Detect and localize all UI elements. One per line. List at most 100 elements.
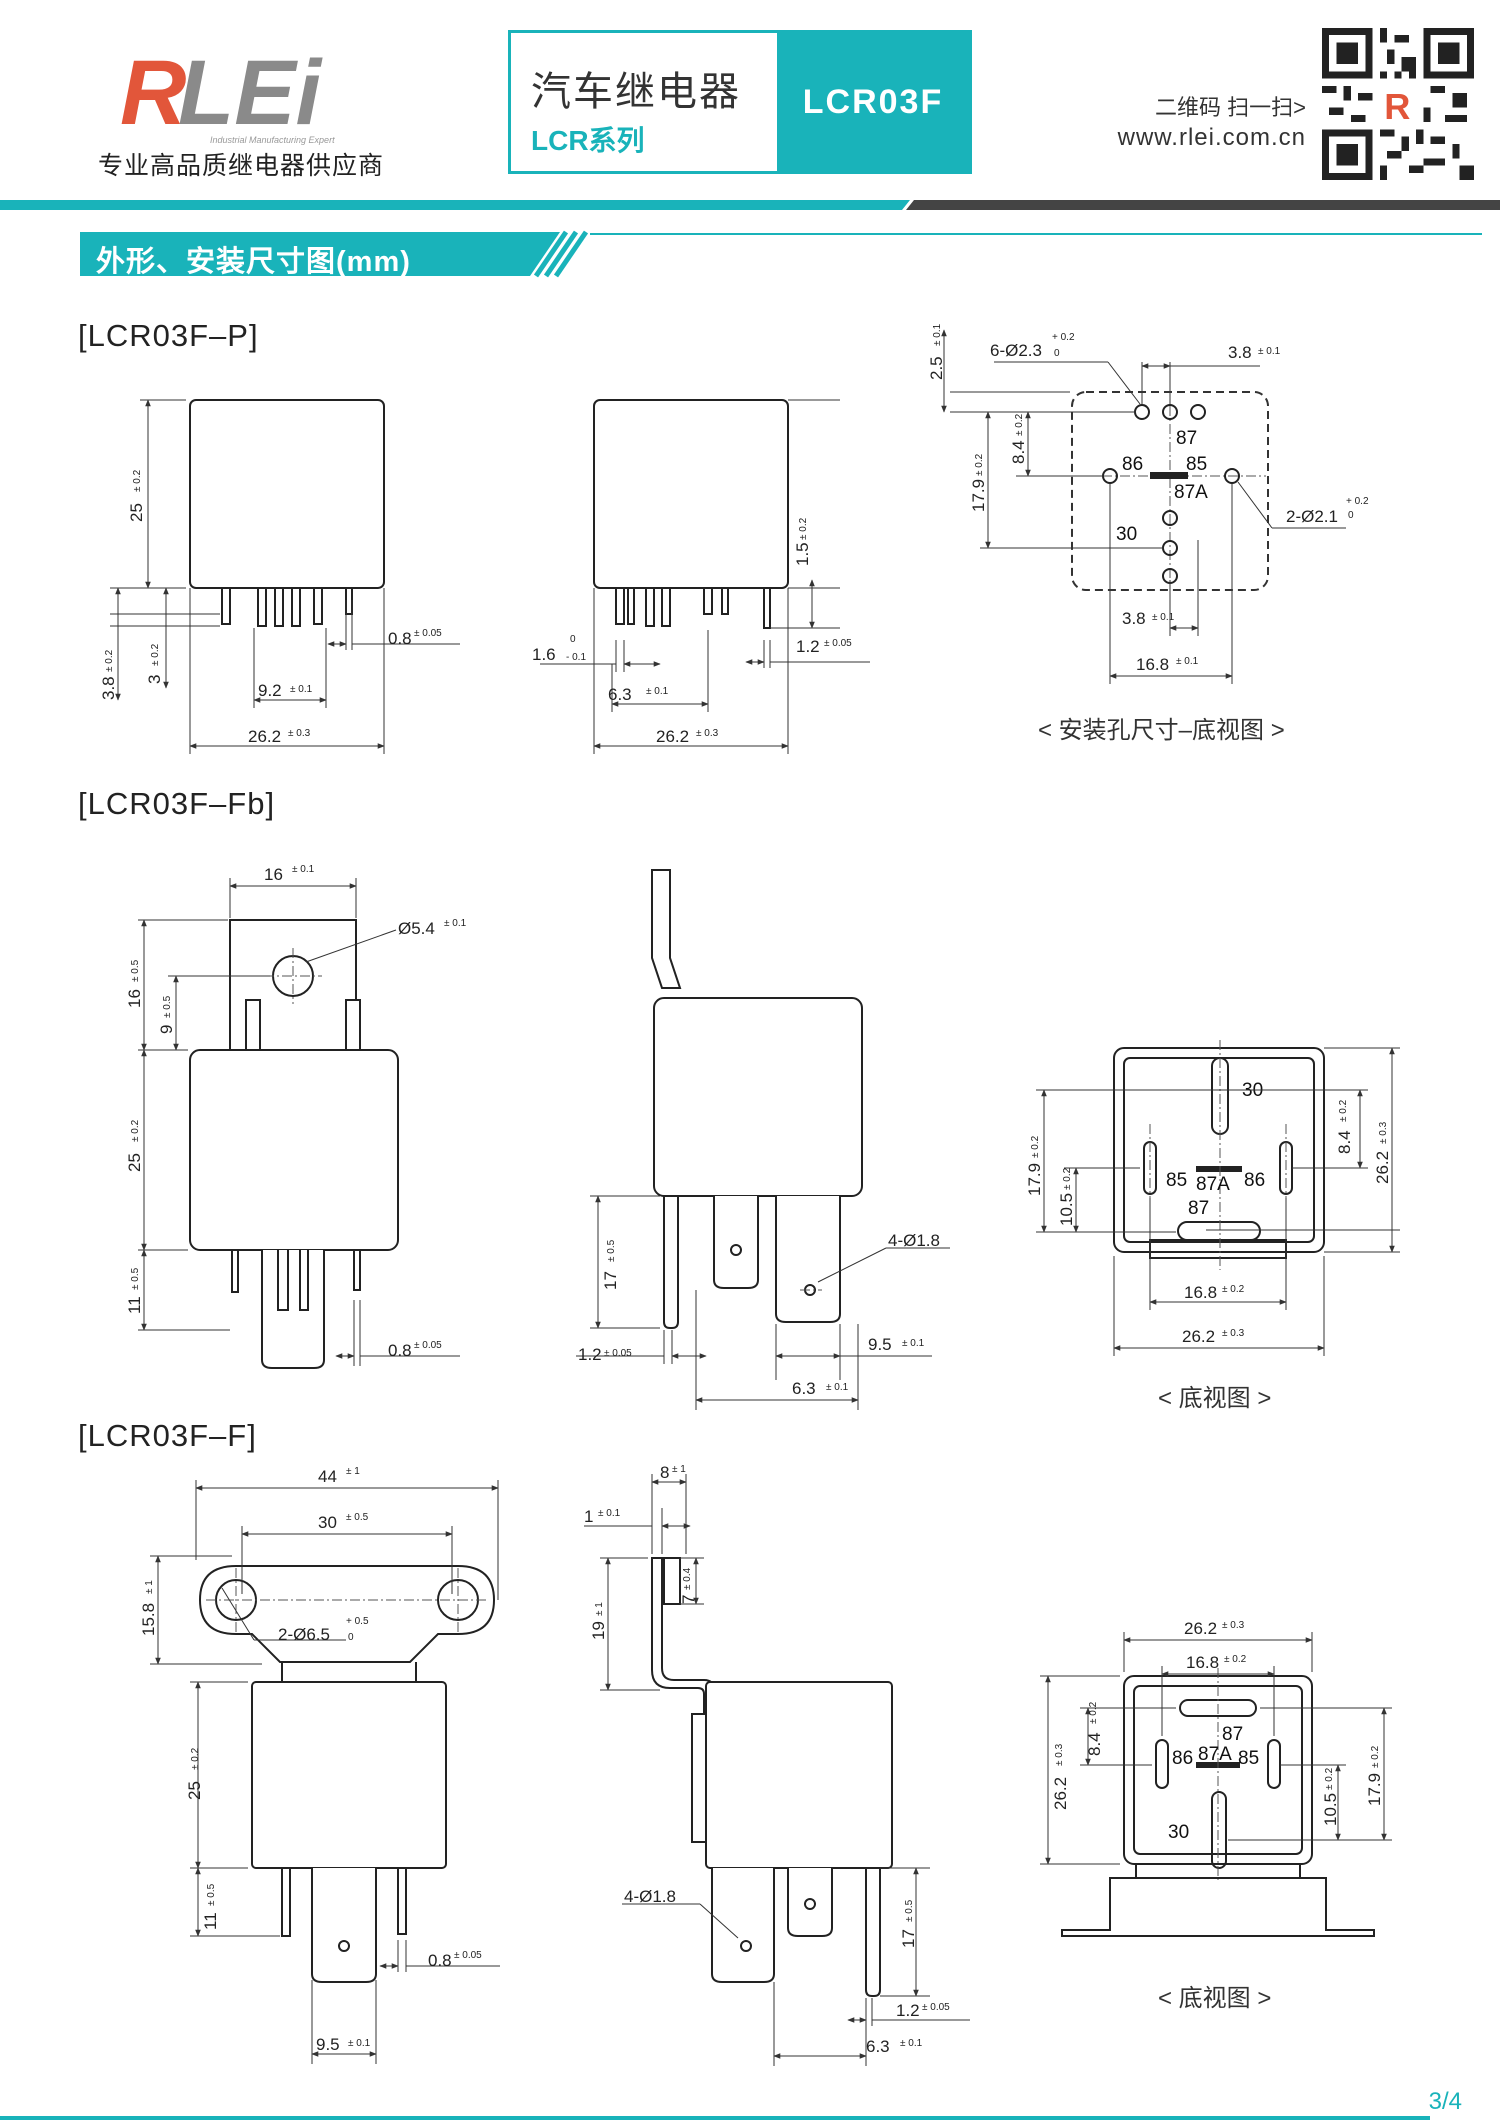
dim-f-side-spacing: 6.3	[866, 2037, 890, 2056]
dimension-tolerance: ± 0.2	[104, 649, 115, 672]
svg-text:LEi: LEi	[178, 46, 324, 144]
dim-f-pin-span-b: 10.5	[1321, 1793, 1340, 1826]
dim-p-pin-a: 3.8	[99, 676, 118, 700]
variant-label-p: [LCR03F–P]	[78, 318, 259, 353]
p-side-view: 1.5 ± 0.2 1.2 ± 0.05 1.6 0 - 0.1 6.3 ± 0…	[532, 399, 870, 754]
dim-fb-side-pin-length: 17	[601, 1271, 620, 1290]
dim-f-slot: 7	[679, 1595, 698, 1604]
website-link[interactable]: www.rlei.com.cn	[1117, 124, 1306, 151]
dimension-tolerance: ± 0.5	[904, 1899, 915, 1922]
header-divider	[0, 200, 1500, 210]
dim-fb-pin-thick: 0.8	[388, 1341, 412, 1360]
pin-label-86: 86	[1122, 454, 1143, 475]
svg-text:R: R	[120, 46, 186, 144]
dim-fb-side-pin-thick: 1.2	[578, 1345, 602, 1364]
dimension-tolerance: ± 0.1	[598, 1508, 621, 1519]
dimension-tolerance: ± 0.2	[1370, 1745, 1381, 1768]
dim-f-pin-offset: 8.4	[1085, 1732, 1104, 1756]
dim-f-hole-spacing: 30	[318, 1513, 337, 1532]
dimension-tolerance: ± 0.3	[288, 728, 311, 739]
dim-f-body-height: 25	[185, 1781, 204, 1800]
dim-f-holes: 2-Ø6.5	[278, 1625, 330, 1644]
f-side-view: 8 ± 1 1 ± 0.1 7 ± 0.4 19 ± 1 4-Ø1.8 17 ±…	[584, 1463, 970, 2066]
p-front-view: 25 ± 0.2 3.8 ± 0.2 3 ± 0.2 9.2 ± 0.1 26.…	[99, 399, 460, 754]
dim-fb-pin-spread: 16.8	[1184, 1283, 1217, 1302]
pin-label-85: 85	[1238, 1748, 1259, 1769]
dimension-tolerance: ± 0.05	[604, 1348, 632, 1359]
dim-p-width: 26.2	[248, 727, 281, 746]
dimension-tolerance: ± 0.2	[1088, 1701, 1099, 1724]
dim-p-pin-spacing: 9.2	[258, 681, 282, 700]
dimension-tolerance: 0	[348, 1632, 354, 1643]
dimension-tolerance: ± 0.3	[1054, 1743, 1065, 1766]
dim-fb-pin-length: 11	[125, 1296, 144, 1314]
dim-p-hole-span: 16.8	[1136, 655, 1169, 674]
dimension-tolerance: ± 0.1	[290, 684, 313, 695]
dim-p-holes-6: 6-Ø2.3	[990, 341, 1042, 360]
dimension-tolerance: ± 0.1	[444, 918, 467, 929]
dimension-tolerance: ± 0.1	[900, 2038, 923, 2049]
dimension-tolerance: ± 0.1	[932, 323, 943, 346]
dim-p-standoff: 1.5	[793, 542, 812, 566]
pin-label-30: 30	[1116, 524, 1137, 545]
dimension-tolerance: ± 0.2	[798, 517, 809, 540]
logo-slogan: Industrial Manufacturing Expert	[210, 135, 335, 145]
p-mounting-holes-view: 87 86 85 87A 30 2.5 ± 0.1 8.4 ± 0.2 17.9…	[927, 323, 1369, 684]
dimension-tolerance: ± 0.2	[150, 643, 161, 666]
section-title: 外形、安装尺寸图(mm)	[96, 246, 411, 278]
dim-p-pin-width: 1.6	[532, 645, 556, 664]
dim-fb-side-spacing: 6.3	[792, 1379, 816, 1398]
f-bottom-view: 87 86 87A 85 30 26.2 ± 0.3 16.8 ± 0.2 8.…	[1040, 1619, 1392, 1937]
dimension-tolerance: ± 0.2	[132, 469, 143, 492]
caption-p-bottom-view: < 安装孔尺寸–底视图 >	[1038, 717, 1285, 744]
dim-fb-body-size: 26.2	[1373, 1151, 1392, 1184]
dimension-tolerance: ± 0.05	[922, 2002, 950, 2013]
pin-label-86: 86	[1244, 1170, 1265, 1191]
dim-f-pin-length: 11	[201, 1912, 220, 1930]
dimension-tolerance: ± 0.2	[190, 1747, 201, 1770]
dim-p-hole-pitch: 3.8	[1228, 343, 1252, 362]
dimension-tolerance: ± 0.2	[1030, 1135, 1041, 1158]
page-number: 3/4	[1428, 2088, 1462, 2115]
dimension-tolerance: ± 0.3	[696, 728, 719, 739]
caption-f-bottom-view: < 底视图 >	[1158, 1985, 1272, 2012]
dim-fb-holes: 4-Ø1.8	[888, 1231, 940, 1250]
pin-label-85: 85	[1166, 1170, 1187, 1191]
dim-f-width: 44	[318, 1467, 337, 1486]
dimension-tolerance: ± 0.05	[824, 638, 852, 649]
pin-label-87: 87	[1188, 1198, 1209, 1219]
pin-label-85: 85	[1186, 454, 1207, 475]
dimension-tolerance: ± 0.2	[1224, 1654, 1247, 1665]
dim-p-edge: 2.5	[927, 356, 946, 380]
dim-p-side-width: 26.2	[656, 727, 689, 746]
dimension-tolerance: ± 0.5	[162, 995, 173, 1018]
dim-f-bracket-thick: 1	[584, 1507, 593, 1526]
dim-p-row-offset: 8.4	[1009, 440, 1028, 464]
dimension-tolerance: ± 1	[346, 1466, 360, 1477]
dimension-tolerance: ± 0.1	[1176, 656, 1199, 667]
dim-fb-bracket-height: 16	[125, 989, 144, 1008]
dim-fb-pin-offset: 8.4	[1335, 1130, 1354, 1154]
dimension-tolerance: ± 0.5	[606, 1239, 617, 1262]
dim-p-pin-b: 3	[145, 675, 164, 684]
dimension-tolerance: ± 0.1	[348, 2038, 371, 2049]
dim-f-terminal-width: 9.5	[316, 2035, 340, 2054]
dim-f-pin-span: 17.9	[1365, 1773, 1384, 1806]
dim-fb-pin-span: 17.9	[1025, 1163, 1044, 1196]
dimension-tolerance: ± 0.2	[1324, 1767, 1335, 1790]
f-front-view: 44 ± 1 30 ± 0.5 15.8 ± 1 2-Ø6.5 + 0.5 0 …	[139, 1466, 500, 2064]
dim-f-bracket-depth: 8	[660, 1463, 669, 1482]
dim-p-height: 25	[127, 503, 146, 522]
qr-code-icon[interactable]: R	[1322, 28, 1474, 180]
fb-side-view: 17 ± 0.5 1.2 ± 0.05 4-Ø1.8 9.5 ± 0.1 6.3…	[576, 869, 950, 1410]
dimension-tolerance: ± 0.2	[1014, 413, 1025, 436]
brand-logo: R LEi Industrial Manufacturing Expert	[120, 46, 335, 145]
dimension-tolerance: ± 1	[594, 1602, 605, 1616]
svg-text:R: R	[1384, 86, 1410, 127]
series-name: LCR系列	[531, 125, 645, 156]
dim-fb-bracket-width: 16	[264, 865, 283, 884]
model-number: LCR03F	[777, 33, 969, 171]
dimension-tolerance: ± 0.3	[1378, 1121, 1389, 1144]
dimension-tolerance: + 0.2	[1052, 332, 1075, 343]
